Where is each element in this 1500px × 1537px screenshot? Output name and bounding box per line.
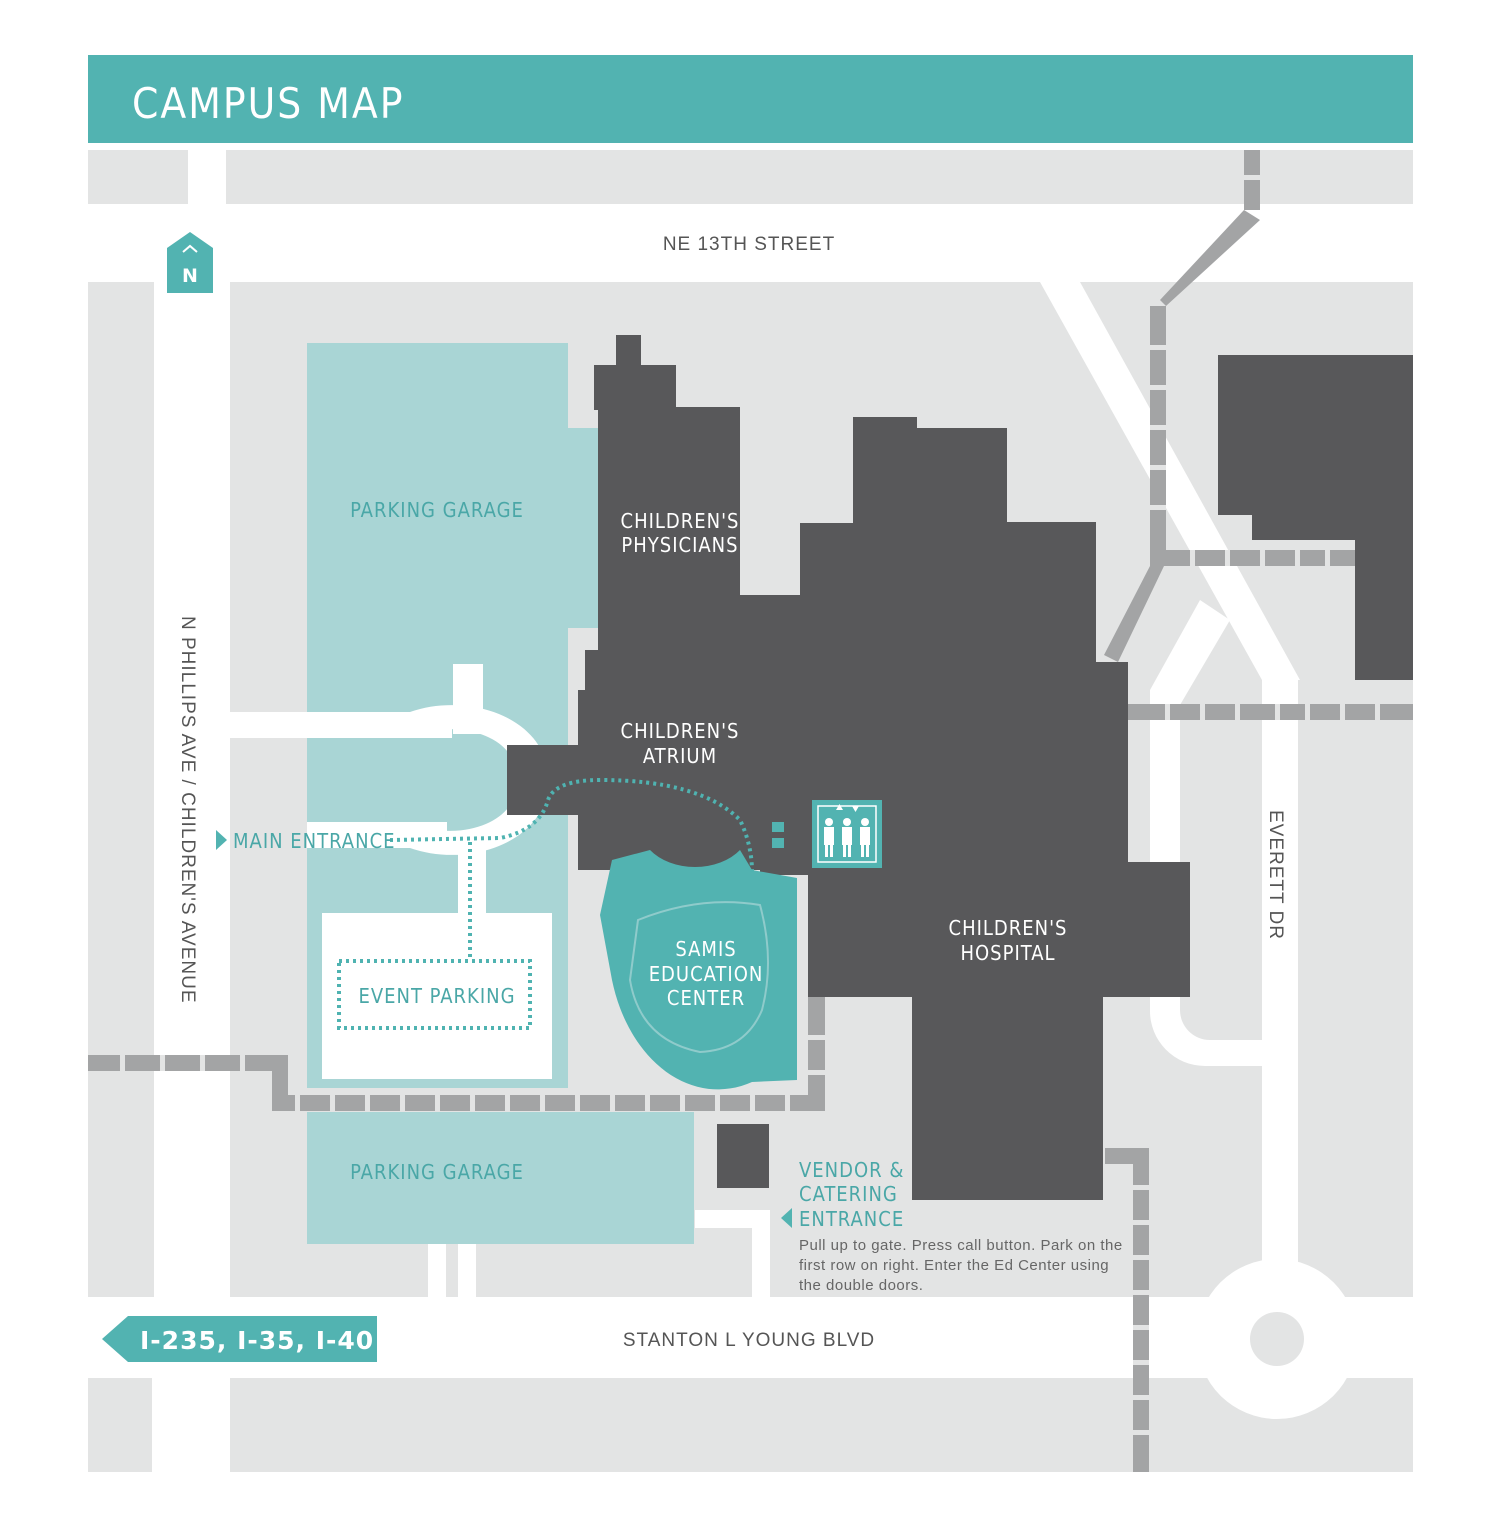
vendor-entrance[interactable]: VENDOR & CATERING ENTRANCE <box>781 1158 904 1231</box>
street-top: NE 13TH STREET <box>663 234 835 255</box>
highway-sign[interactable]: I-235, I-35, I-40 <box>102 1316 377 1362</box>
north-label: N <box>182 265 198 287</box>
street-left: N PHILLIPS AVE / CHILDREN'S AVENUE <box>177 616 198 1004</box>
parking-garage-bottom <box>307 1112 694 1244</box>
walkway-gaps <box>120 175 1380 1435</box>
svg-text:CENTER: CENTER <box>667 986 745 1010</box>
samis-education-center <box>600 850 797 1090</box>
label-physicians: CHILDREN'S PHYSICIANS <box>621 509 740 557</box>
label-hospital: CHILDREN'S HOSPITAL <box>949 916 1068 965</box>
small-building <box>717 1124 769 1188</box>
event-parking-lot <box>322 913 552 1079</box>
title-bar: CAMPUS MAP <box>88 55 1413 143</box>
street-right: EVERETT DR <box>1265 810 1286 940</box>
svg-text:HOSPITAL: HOSPITAL <box>960 941 1055 965</box>
label-parking-garage-top: PARKING GARAGE <box>350 498 524 522</box>
main-entrance-label: MAIN ENTRANCE <box>233 829 396 853</box>
walking-route <box>389 777 754 961</box>
roundabout-center <box>1250 1312 1304 1366</box>
svg-text:ENTRANCE: ENTRANCE <box>799 1207 904 1231</box>
label-parking-garage-bottom: PARKING GARAGE <box>350 1160 524 1184</box>
street-bottom: STANTON L YOUNG BLVD <box>623 1330 875 1351</box>
svg-text:ATRIUM: ATRIUM <box>643 744 717 768</box>
svg-text:CATERING: CATERING <box>799 1182 898 1206</box>
svg-text:EDUCATION: EDUCATION <box>649 962 764 986</box>
svg-text:VENDOR &: VENDOR & <box>799 1158 904 1182</box>
label-atrium: CHILDREN'S ATRIUM <box>621 719 740 768</box>
svg-text:CHILDREN'S: CHILDREN'S <box>949 916 1068 940</box>
svg-text:the double doors.: the double doors. <box>799 1277 923 1294</box>
buildings <box>507 335 1413 1200</box>
svg-text:CHILDREN'S: CHILDREN'S <box>621 719 740 743</box>
label-event-parking: EVENT PARKING <box>358 984 515 1008</box>
svg-text:Pull up to gate. Press call bu: Pull up to gate. Press call button. Park… <box>799 1237 1123 1254</box>
main-entrance[interactable]: MAIN ENTRANCE <box>216 829 396 853</box>
arrow-left-icon <box>102 1316 377 1362</box>
svg-text:SAMIS: SAMIS <box>675 937 736 961</box>
vendor-entrance-arrow-icon <box>781 1208 792 1228</box>
main-entrance-arrow-icon <box>216 830 227 850</box>
label-samis: SAMIS EDUCATION CENTER <box>649 937 764 1010</box>
elevator-icon <box>772 800 882 868</box>
north-arrow-icon: N <box>167 232 213 293</box>
svg-text:first row on right. Enter the: first row on right. Enter the Ed Center … <box>799 1257 1109 1274</box>
diagonal-road <box>1040 282 1300 680</box>
svg-text:PHYSICIANS: PHYSICIANS <box>621 533 738 557</box>
svg-text:CHILDREN'S: CHILDREN'S <box>621 509 740 533</box>
map-title: CAMPUS MAP <box>132 79 405 128</box>
highway-label: I-235, I-35, I-40 <box>140 1326 374 1355</box>
hospital-complex <box>507 335 1190 1200</box>
right-building <box>1218 355 1413 680</box>
vendor-note: Pull up to gate. Press call button. Park… <box>799 1237 1123 1294</box>
